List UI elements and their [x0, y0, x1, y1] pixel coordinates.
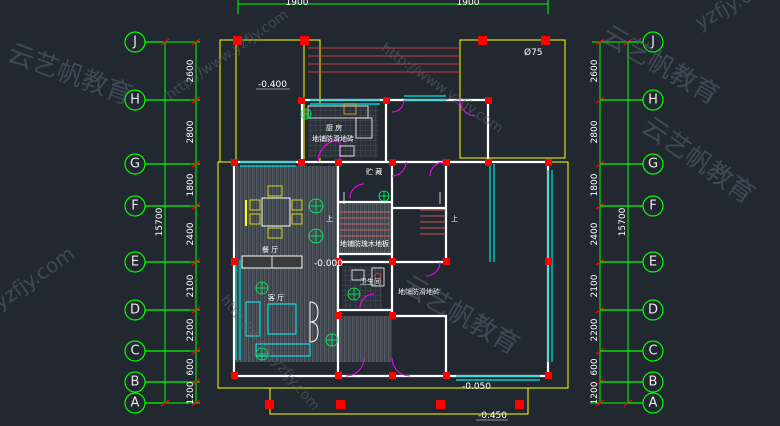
watermark-3: yzfjy.com [0, 241, 79, 314]
right-seg-dim-5: 2100 [590, 274, 600, 297]
stairs [340, 192, 446, 237]
left-seg-dim-4: 2400 [186, 222, 196, 245]
right-total-dim: 15700 [618, 207, 628, 236]
room-labels: -0.400 Ø75 厨 房 地铺防滑地砖 贮 藏 餐 厅 地铺防琉木地板 -0… [256, 47, 543, 421]
left-axis-B: B [131, 375, 140, 390]
hall-floor [338, 202, 392, 254]
stair-up-label-1: 上 [326, 214, 333, 223]
left-seg-dim-8: 1200 [186, 381, 196, 404]
left-axis-bubbles [124, 31, 190, 414]
right-seg-dim-2: 2800 [590, 120, 600, 143]
left-axis-D: D [130, 303, 140, 318]
left-seg-dim-6: 2200 [186, 318, 196, 341]
left-dim-ticks [160, 38, 201, 407]
left-axis-C: C [130, 344, 139, 359]
watermark-4: 云艺帆教育 [597, 20, 725, 111]
right-seg-dim-8: 1200 [590, 381, 600, 404]
stair-up-label-2: 上 [451, 214, 458, 223]
left-axis-E: E [131, 255, 139, 270]
level-label-right: -0.050 [462, 382, 491, 392]
top-dim-left: 1900 [286, 0, 309, 8]
left-axis-G: G [130, 157, 140, 172]
right-axis-D: D [648, 303, 658, 318]
left-seg-dim-2: 2800 [186, 120, 196, 143]
left-axis-group: 15700 2600 2800 1800 2400 2100 2200 600 … [124, 31, 201, 414]
living-label: 客 厅 [268, 293, 284, 302]
right-axis-B: B [649, 375, 658, 390]
top-dimension-group: 1900 1900 [237, 0, 549, 14]
level-label-top: -0.400 [258, 80, 287, 90]
watermark-1: 云艺帆教育 [4, 38, 136, 111]
bathroom-fixtures [351, 267, 385, 287]
right-seg-dim-1: 2600 [590, 59, 600, 82]
left-axis-F: F [131, 199, 138, 214]
right-axis-J: J [650, 35, 655, 50]
right-seg-dim-3: 1800 [590, 173, 600, 196]
windows [235, 95, 553, 381]
left-axis-J: J [132, 35, 137, 50]
left-axis-A: A [131, 396, 140, 411]
right-seg-dim-4: 2400 [590, 222, 600, 245]
right-axis-G: G [648, 157, 658, 172]
kitchen-floor-note: 地铺防滑地砖 [312, 134, 354, 143]
kitchen-counter [307, 103, 373, 157]
dining-table [245, 185, 303, 239]
top-rails [308, 47, 460, 73]
dining-label: 餐 厅 [262, 245, 278, 254]
right-seg-dim-6: 2200 [590, 318, 600, 341]
sofa-set [245, 301, 319, 357]
left-seg-dim-3: 1800 [186, 173, 196, 196]
kitchen-floor [308, 104, 378, 158]
right-axis-bubbles [600, 31, 664, 414]
right-axis-group: 15700 2600 2800 1800 2400 2100 2200 600 … [590, 31, 664, 414]
right-axis-H: H [648, 93, 658, 108]
furniture [241, 103, 390, 361]
entry-floor [338, 316, 392, 362]
right-axis-F: F [649, 199, 656, 214]
plants [255, 108, 390, 361]
columns [231, 36, 552, 409]
right-dim-lines [592, 41, 638, 404]
wc-floor-note: 地铺防滑地砖 [398, 287, 440, 296]
wood-floor-note: 地铺防琉木地板 [340, 239, 389, 248]
right-axis-E: E [649, 255, 657, 270]
right-axis-A: A [649, 396, 658, 411]
watermark-7: yzfjy.com [691, 0, 780, 34]
kitchen-label: 厨 房 [326, 123, 342, 132]
top-dim-right: 1900 [457, 0, 480, 8]
watermark-5: http://www.yzfjy.com [378, 40, 506, 137]
right-axis-C: C [648, 344, 657, 359]
level-label-mid: -0.000 [314, 259, 343, 269]
level-label-bottom: -0.450 [478, 411, 507, 421]
left-seg-dim-1: 2600 [186, 59, 196, 82]
left-total-dim: 15700 [155, 207, 165, 236]
left-seg-dim-7: 600 [186, 358, 196, 375]
left-axis-H: H [130, 93, 140, 108]
storage-label: 贮 藏 [366, 167, 382, 176]
pipe-label: Ø75 [524, 47, 543, 58]
left-seg-dim-5: 2100 [186, 274, 196, 297]
right-seg-dim-7: 600 [590, 358, 600, 375]
wc-label: 卫生间 [360, 277, 381, 286]
doors [317, 99, 477, 377]
